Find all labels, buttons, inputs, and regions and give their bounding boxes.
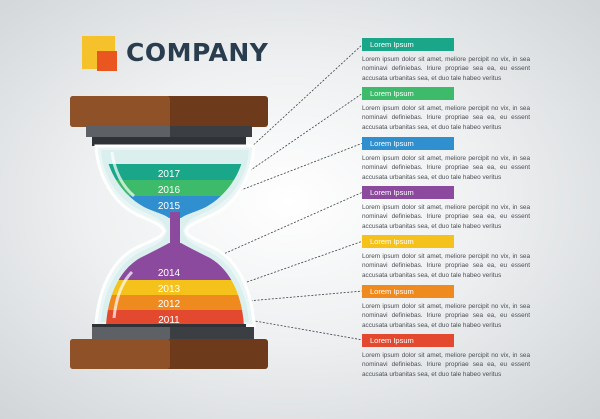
logo-square-orange bbox=[97, 51, 117, 71]
year-label: 2016 bbox=[158, 185, 181, 196]
sand-layer-2017 bbox=[105, 164, 245, 180]
connector-line-2 bbox=[225, 92, 364, 188]
sand-layer-2011 bbox=[106, 310, 244, 326]
legend-tag: Lorem Ipsum bbox=[362, 334, 454, 347]
year-label: 2011 bbox=[158, 315, 180, 326]
connector-line-4 bbox=[191, 191, 364, 269]
year-label: 2013 bbox=[158, 284, 181, 295]
connector-line-5 bbox=[229, 240, 364, 289]
sand-layer-2013 bbox=[106, 280, 244, 295]
connector-line-6 bbox=[235, 290, 364, 303]
year-label: 2015 bbox=[158, 201, 181, 212]
legend-tag: Lorem Ipsum bbox=[362, 235, 454, 248]
legend-description: Lorem ipsum dolor sit amet, meliore perc… bbox=[362, 56, 530, 82]
year-label: 2017 bbox=[158, 169, 181, 180]
legend-tag: Lorem Ipsum bbox=[362, 186, 454, 199]
year-label: 2014 bbox=[158, 268, 181, 279]
legend-tag: Lorem Ipsum bbox=[362, 137, 454, 150]
company-name: COMPANY bbox=[126, 38, 269, 67]
glass-highlight-top bbox=[110, 151, 135, 198]
legend-description: Lorem ipsum dolor sit amet, meliore perc… bbox=[362, 253, 530, 279]
glass-highlight-bottom bbox=[112, 270, 134, 319]
legend-tag: Lorem Ipsum bbox=[362, 285, 454, 298]
sand-layer-2012 bbox=[106, 295, 244, 310]
sand-layer-2016 bbox=[105, 180, 245, 196]
legend-tag: Lorem Ipsum bbox=[362, 38, 454, 51]
legend-description: Lorem ipsum dolor sit amet, meliore perc… bbox=[362, 352, 530, 378]
legend-tag: Lorem Ipsum bbox=[362, 87, 454, 100]
hourglass-top-cap bbox=[70, 96, 268, 146]
connector-line-7 bbox=[237, 317, 364, 341]
legend-description: Lorem ipsum dolor sit amet, meliore perc… bbox=[362, 155, 530, 181]
legend-description: Lorem ipsum dolor sit amet, meliore perc… bbox=[362, 204, 530, 230]
sand-stream bbox=[170, 212, 180, 268]
connector-line-1 bbox=[221, 43, 364, 175]
legend-description: Lorem ipsum dolor sit amet, meliore perc… bbox=[362, 105, 530, 131]
legend-description: Lorem ipsum dolor sit amet, meliore perc… bbox=[362, 303, 530, 329]
year-label: 2012 bbox=[158, 299, 181, 310]
connector-lines bbox=[191, 43, 364, 341]
hourglass-bottom-cap bbox=[70, 324, 268, 369]
